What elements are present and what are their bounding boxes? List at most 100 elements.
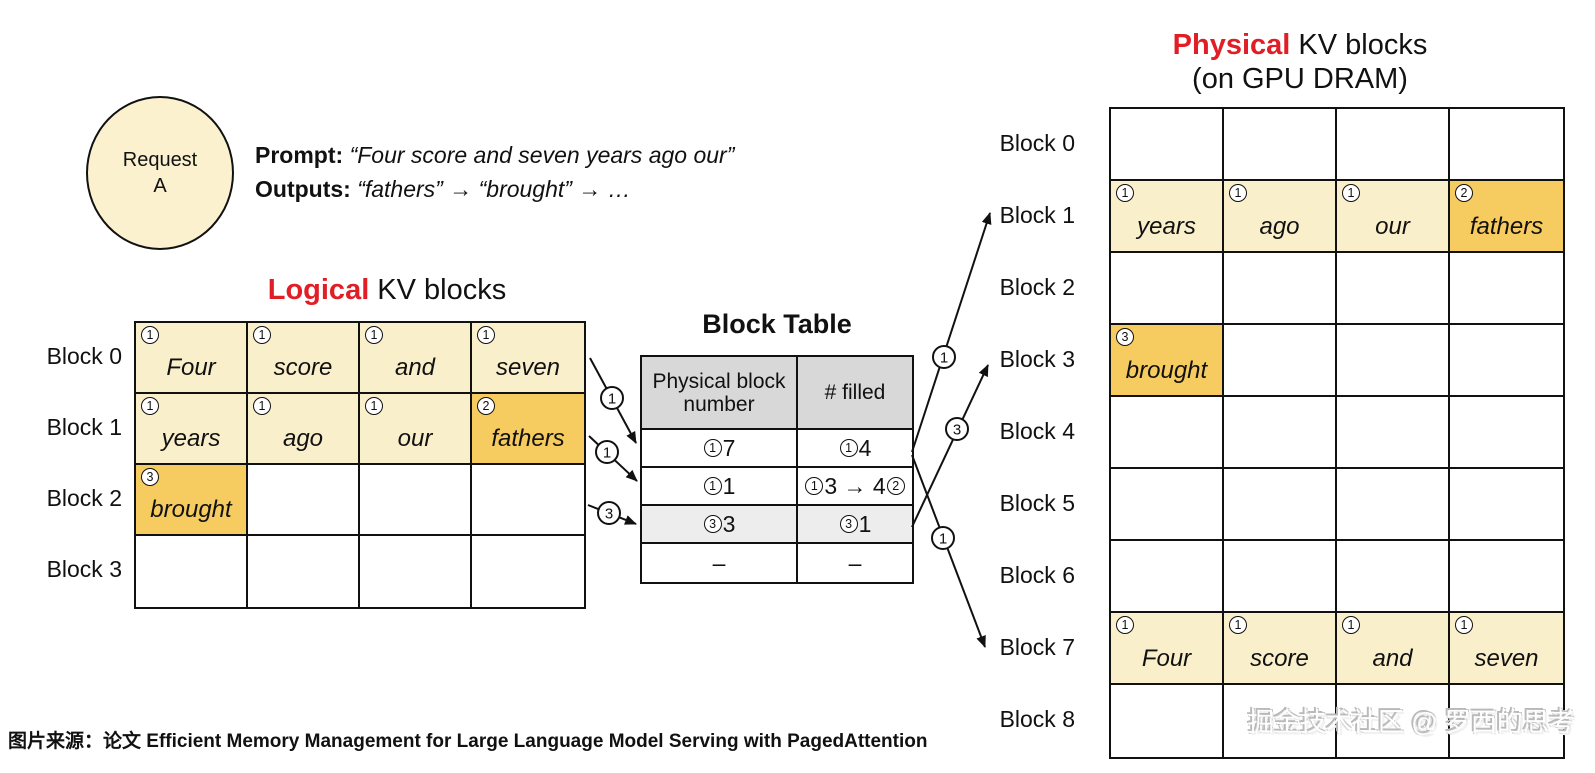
physical-cell	[1450, 541, 1563, 613]
ref-badge: 1	[1116, 616, 1134, 634]
block-table-value: 1	[722, 472, 736, 499]
block-table-value: –	[712, 549, 726, 576]
arrow-ref-badge	[597, 501, 621, 525]
image-source-caption: 图片来源：论文 Efficient Memory Management for …	[8, 731, 928, 752]
ref-badge: 1	[1455, 616, 1473, 634]
kv-token: fathers	[1469, 213, 1544, 240]
block-table-value: 7	[722, 434, 736, 461]
physical-cell	[1450, 685, 1563, 757]
block-table-value: –	[848, 549, 862, 576]
arrow-ref-number: 3	[605, 506, 613, 523]
mapping-arrow: 1	[589, 357, 637, 444]
logical-cell	[248, 536, 360, 607]
logical-cell	[248, 465, 360, 536]
kv-token: brought	[1125, 357, 1208, 384]
physical-cell	[1111, 469, 1224, 541]
arrow-ref-badge	[932, 345, 956, 369]
outputs-line: Outputs: “fathers” → “brought” → …	[255, 172, 734, 206]
physical-kv-title-rest: KV blocks	[1290, 29, 1428, 61]
mapping-arrow-line	[587, 504, 637, 525]
arrow-ref-number: 1	[608, 391, 616, 408]
kv-token: fathers	[491, 425, 565, 452]
arrow-ref-badge	[595, 440, 619, 464]
logical-cell	[472, 465, 584, 536]
prompt-line: Prompt: “Four score and seven years ago …	[255, 138, 734, 172]
ref-badge: 3	[703, 515, 722, 533]
ref-badge: 1	[1229, 616, 1247, 634]
mapping-arrow-line	[589, 357, 637, 444]
block-table-header: Physical block number	[642, 357, 798, 430]
physical-cell	[1337, 397, 1450, 469]
ref-badge: 1	[477, 326, 495, 344]
mapping-arrow-line	[588, 435, 638, 482]
ref-badge: 1	[1342, 184, 1360, 202]
kv-token: years	[161, 425, 221, 452]
arrow-ref-number: 1	[939, 531, 947, 548]
block-table-value: 3	[722, 510, 736, 537]
kv-token: our	[397, 425, 433, 452]
physical-cell: 3 brought	[1111, 325, 1224, 397]
ref-badge: 1	[141, 397, 159, 415]
physical-row-label: Block 8	[999, 705, 1075, 732]
physical-cell	[1337, 469, 1450, 541]
physical-cell	[1450, 397, 1563, 469]
ref-badge: 1	[365, 326, 383, 344]
physical-cell	[1337, 541, 1450, 613]
ref-badge: 1	[703, 439, 722, 457]
ref-badge: 2	[1455, 184, 1473, 202]
physical-cell	[1450, 109, 1563, 181]
physical-cell	[1224, 469, 1337, 541]
outputs-label: Outputs:	[255, 176, 351, 202]
ref-badge: 1	[1116, 184, 1134, 202]
kv-token: Four	[1141, 645, 1192, 672]
physical-cell	[1337, 109, 1450, 181]
arrow-ref-number: 1	[940, 350, 948, 367]
ref-badge: 3	[141, 468, 159, 486]
request-label-line1: Request	[122, 149, 198, 171]
logical-kv-title-rest: KV blocks	[369, 274, 507, 306]
ref-badge: 3	[1116, 328, 1134, 346]
ref-badge: 1	[253, 397, 271, 415]
logical-row-label: Block 3	[46, 556, 122, 582]
kv-token: ago	[1259, 213, 1300, 240]
ref-badge: 1	[805, 477, 824, 495]
ref-badge: 1	[839, 439, 858, 457]
physical-row-label: Block 0	[999, 129, 1075, 156]
prompt-label: Prompt:	[255, 142, 344, 168]
logical-cell	[360, 465, 472, 536]
block-table-value: 4	[858, 434, 872, 461]
physical-row-label: Block 4	[999, 417, 1075, 444]
block-table-value: 3 → 4	[824, 472, 886, 499]
kv-token: score	[1250, 645, 1309, 672]
physical-cell	[1111, 541, 1224, 613]
physical-cell	[1224, 541, 1337, 613]
kv-token: and	[394, 354, 436, 381]
block-table-header: # filled	[798, 357, 912, 430]
physical-cell: 2 fathers	[1450, 181, 1563, 253]
physical-row-label: Block 3	[999, 345, 1075, 372]
ref-badge: 1	[141, 326, 159, 344]
logical-cell	[360, 536, 472, 607]
physical-cell	[1224, 253, 1337, 325]
block-table-cell: –	[642, 544, 798, 582]
ref-badge: 2	[477, 397, 495, 415]
